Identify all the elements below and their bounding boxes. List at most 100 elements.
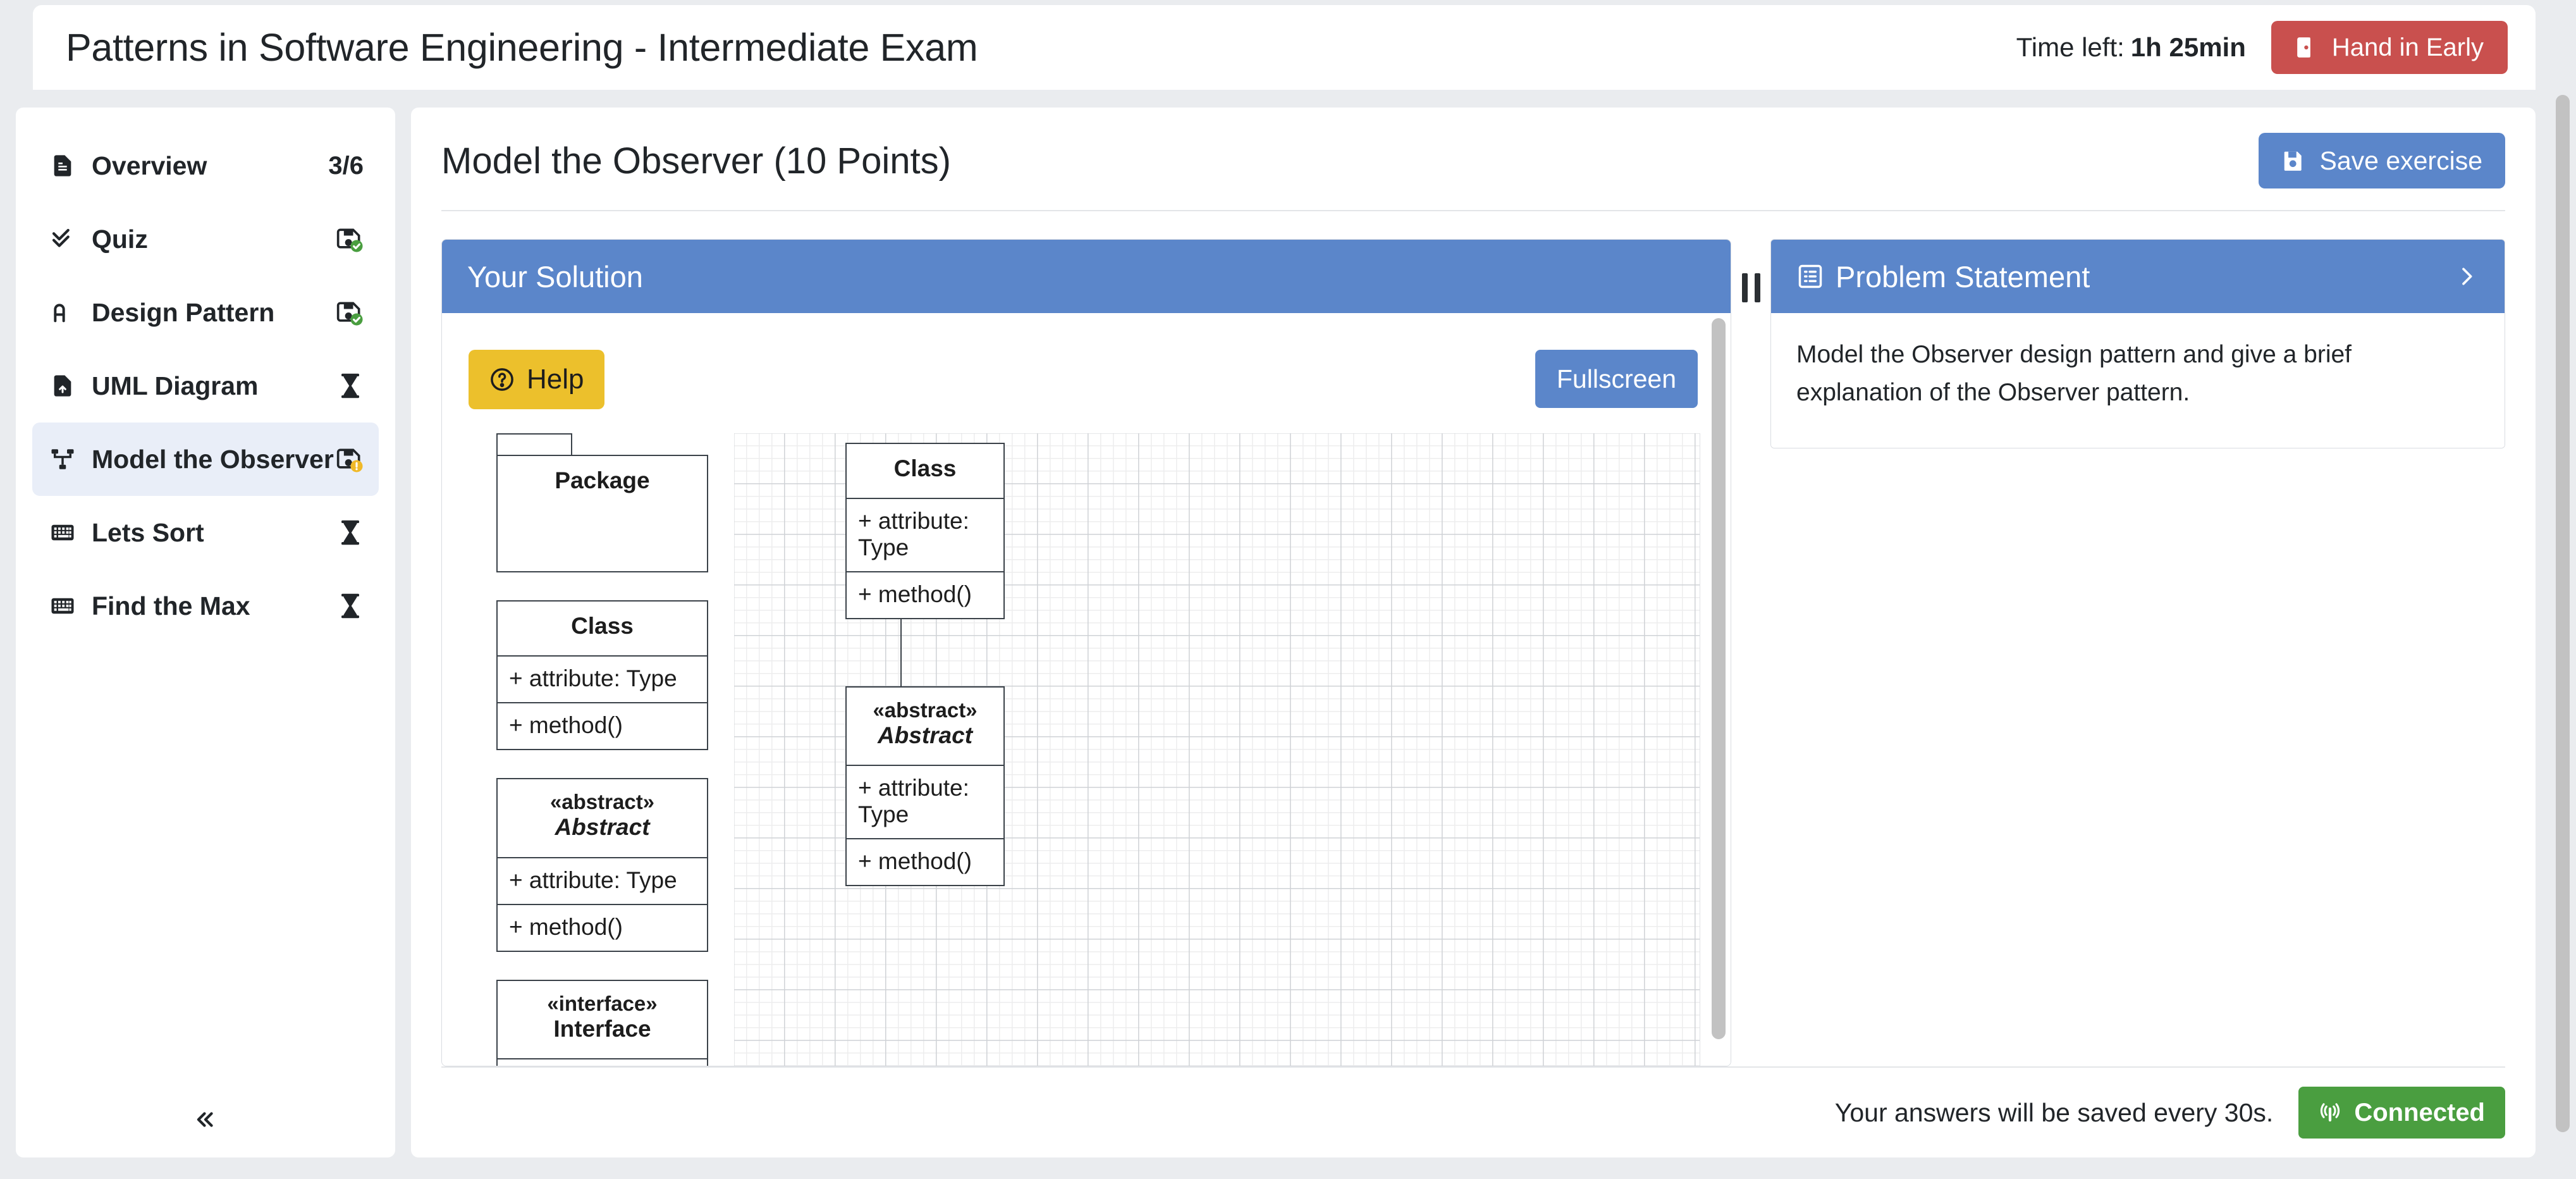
sidebar-item-status	[337, 519, 364, 546]
sidebar-item-label: Quiz	[92, 224, 148, 254]
floppy-disk-icon	[2281, 149, 2305, 173]
abstract-stereotype: «abstract»	[873, 698, 978, 722]
hourglass-icon	[337, 373, 364, 399]
sidebar-item-label: Model the Observer	[92, 444, 334, 474]
double-check-icon	[47, 226, 78, 252]
sidebar-item-label: Design Pattern	[92, 297, 275, 327]
sidebar-item-status	[336, 225, 364, 253]
problem-statement-panel: Problem Statement Model the Observer des…	[1770, 239, 2505, 448]
canvas-node-abstract[interactable]: «abstract» Abstract + attribute: Type + …	[845, 686, 1005, 887]
page-scrollbar-thumb[interactable]	[2556, 95, 2570, 1132]
abstract-name: Abstract	[877, 722, 973, 748]
problem-statement-title: Problem Statement	[1836, 259, 2090, 293]
interface-title: «interface» Interface	[498, 981, 707, 1058]
save-exercise-label: Save exercise	[2319, 145, 2482, 175]
sidebar-item-model-the-observer[interactable]: Model the Observer	[32, 423, 379, 496]
your-solution-panel: Your Solution Help Fullscreen	[441, 239, 1731, 1067]
panes-container: Your Solution Help Fullscreen	[441, 239, 2505, 1067]
sidebar-item-label: Find the Max	[92, 591, 250, 620]
question-circle-icon	[489, 366, 515, 393]
keyboard-icon	[47, 593, 78, 619]
sidebar-nav-list: Overview 3/6 Quiz	[16, 129, 395, 643]
your-solution-header: Your Solution	[442, 240, 1731, 313]
top-bar: Patterns in Software Engineering - Inter…	[33, 5, 2536, 90]
abstract-method: + method()	[847, 838, 1003, 885]
door-exit-icon	[2295, 35, 2319, 59]
antenna-bars-icon	[2319, 1101, 2341, 1124]
class-method: + method()	[847, 571, 1003, 618]
package-tab	[496, 433, 572, 455]
sidebar-item-quiz[interactable]: Quiz	[32, 202, 379, 276]
class-attribute: + attribute: Type	[498, 655, 707, 702]
hand-in-early-button[interactable]: Hand in Early	[2271, 21, 2508, 74]
abstract-attribute: + attribute: Type	[498, 856, 707, 904]
class-method: + method()	[498, 702, 707, 749]
abstract-name: Abstract	[555, 814, 650, 841]
main-panel: Model the Observer (10 Points) Save exer…	[411, 108, 2536, 1157]
sidebar-item-status	[337, 593, 364, 619]
chevrons-left-icon	[193, 1108, 218, 1132]
saved-warn-icon	[336, 445, 364, 473]
time-left-value: 1h 25min	[2130, 32, 2246, 62]
palette-item-abstract[interactable]: «abstract» Abstract + attribute: Type + …	[496, 778, 708, 952]
solution-editor[interactable]: Help Fullscreen Package C	[442, 313, 1731, 1066]
abstract-title: «abstract» Abstract	[498, 779, 707, 856]
collapse-sidebar-button[interactable]	[193, 1108, 218, 1132]
uml-canvas[interactable]: Class + attribute: Type + method() «abst…	[734, 433, 1700, 1066]
interface-attribute: + attribute: Type	[498, 1058, 707, 1066]
page-scrollbar[interactable]	[2555, 95, 2571, 1170]
fullscreen-button[interactable]: Fullscreen	[1535, 350, 1698, 408]
editor-toolbar: Help Fullscreen	[442, 313, 1731, 422]
hand-in-early-label: Hand in Early	[2331, 33, 2484, 61]
abstract-attribute: + attribute: Type	[847, 765, 1003, 838]
connection-status-badge: Connected	[2298, 1087, 2505, 1139]
sidebar-item-status	[336, 445, 364, 473]
class-attribute: + attribute: Type	[847, 498, 1003, 571]
exercise-header: Model the Observer (10 Points) Save exer…	[441, 133, 2505, 211]
palette-item-class[interactable]: Class + attribute: Type + method()	[496, 600, 708, 751]
list-details-icon	[1796, 262, 1824, 290]
problem-statement-body: Model the Observer design pattern and gi…	[1771, 313, 2505, 448]
sidebar-item-status	[336, 299, 364, 326]
sidebar-item-label: Lets Sort	[92, 517, 204, 547]
your-solution-title: Your Solution	[467, 259, 643, 293]
sidebar-item-find-the-max[interactable]: Find the Max	[32, 569, 379, 643]
help-button[interactable]: Help	[469, 350, 604, 409]
solution-scrollbar-thumb[interactable]	[1712, 318, 1726, 1039]
sitemap-icon	[47, 446, 78, 472]
save-exercise-button[interactable]: Save exercise	[2259, 133, 2505, 188]
progress-count: 3/6	[328, 151, 364, 180]
chevron-right-icon[interactable]	[2454, 264, 2479, 289]
file-upload-icon	[47, 373, 78, 398]
abstract-method: + method()	[498, 903, 707, 951]
help-label: Help	[527, 364, 584, 395]
top-bar-right: Time left:1h 25min Hand in Early	[2016, 21, 2508, 74]
pane-splitter[interactable]	[1731, 239, 1770, 1066]
problem-statement-header[interactable]: Problem Statement	[1771, 240, 2505, 313]
document-text-icon	[47, 153, 78, 178]
interface-name: Interface	[553, 1015, 651, 1042]
saved-ok-icon	[336, 299, 364, 326]
sidebar-item-overview[interactable]: Overview 3/6	[32, 129, 379, 202]
palette-item-package[interactable]: Package	[496, 433, 708, 572]
splitter-grip-bar	[1754, 273, 1760, 302]
solution-scrollbar[interactable]	[1712, 318, 1726, 1061]
hourglass-icon	[337, 593, 364, 619]
class-title: Class	[571, 613, 634, 639]
palette-item-interface[interactable]: «interface» Interface + attribute: Type …	[496, 979, 708, 1066]
package-body: Package	[496, 455, 708, 572]
saved-ok-icon	[336, 225, 364, 253]
uml-palette: Package Class + attribute: Type + method…	[496, 433, 708, 1066]
splitter-grip-bar	[1741, 273, 1748, 302]
package-title: Package	[555, 467, 650, 493]
sidebar-item-label: UML Diagram	[92, 371, 259, 400]
time-left: Time left:1h 25min	[2016, 32, 2246, 63]
canvas-node-class[interactable]: Class + attribute: Type + method()	[845, 443, 1005, 620]
sidebar-item-uml-diagram[interactable]: UML Diagram	[32, 349, 379, 423]
sidebar-item-label: Overview	[92, 151, 207, 180]
class-title: Class	[893, 455, 957, 481]
sidebar-item-design-pattern[interactable]: Design Pattern	[32, 276, 379, 349]
abstract-title: «abstract» Abstract	[847, 688, 1003, 765]
sidebar-item-lets-sort[interactable]: Lets Sort	[32, 496, 379, 569]
